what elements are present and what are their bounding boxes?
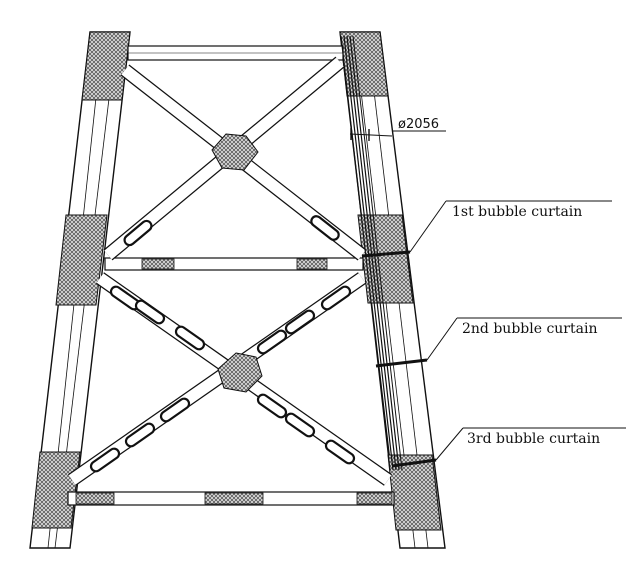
horizontal-braces xyxy=(67,45,395,506)
bubble-curtain-1: 1st bubble curtain xyxy=(361,200,612,258)
anode xyxy=(124,422,156,448)
left-leg-node-top xyxy=(81,31,131,101)
anode xyxy=(324,439,356,465)
anode xyxy=(159,397,191,423)
lower-x-joint xyxy=(217,352,263,393)
upper-x-brace xyxy=(103,56,367,261)
anode xyxy=(174,325,206,351)
lower-x-brace xyxy=(67,272,393,486)
anode xyxy=(320,285,352,311)
diameter-label: ø2056 xyxy=(398,117,439,132)
curtain-label-2: 2nd bubble curtain xyxy=(462,321,597,337)
left-leg-node-bottom xyxy=(31,451,81,529)
diameter-dimension: ø2056 xyxy=(349,117,446,141)
anode xyxy=(310,215,340,241)
bubble-curtain-2: 2nd bubble curtain xyxy=(375,317,622,368)
anode xyxy=(123,219,153,247)
bubble-curtain-3: 3rd bubble curtain xyxy=(391,427,626,468)
curtain-label-1: 1st bubble curtain xyxy=(452,204,582,220)
pile-sleeve xyxy=(340,35,403,471)
anode xyxy=(256,329,288,355)
anode xyxy=(256,393,288,419)
anode xyxy=(284,412,316,438)
anode xyxy=(89,447,121,473)
left-leg xyxy=(29,31,131,549)
anode xyxy=(284,309,316,335)
curtain-label-3: 3rd bubble curtain xyxy=(467,431,600,447)
right-leg xyxy=(339,31,446,549)
left-leg-node-mid xyxy=(55,214,108,306)
upper-x-joint xyxy=(211,133,259,171)
anode xyxy=(134,299,166,325)
